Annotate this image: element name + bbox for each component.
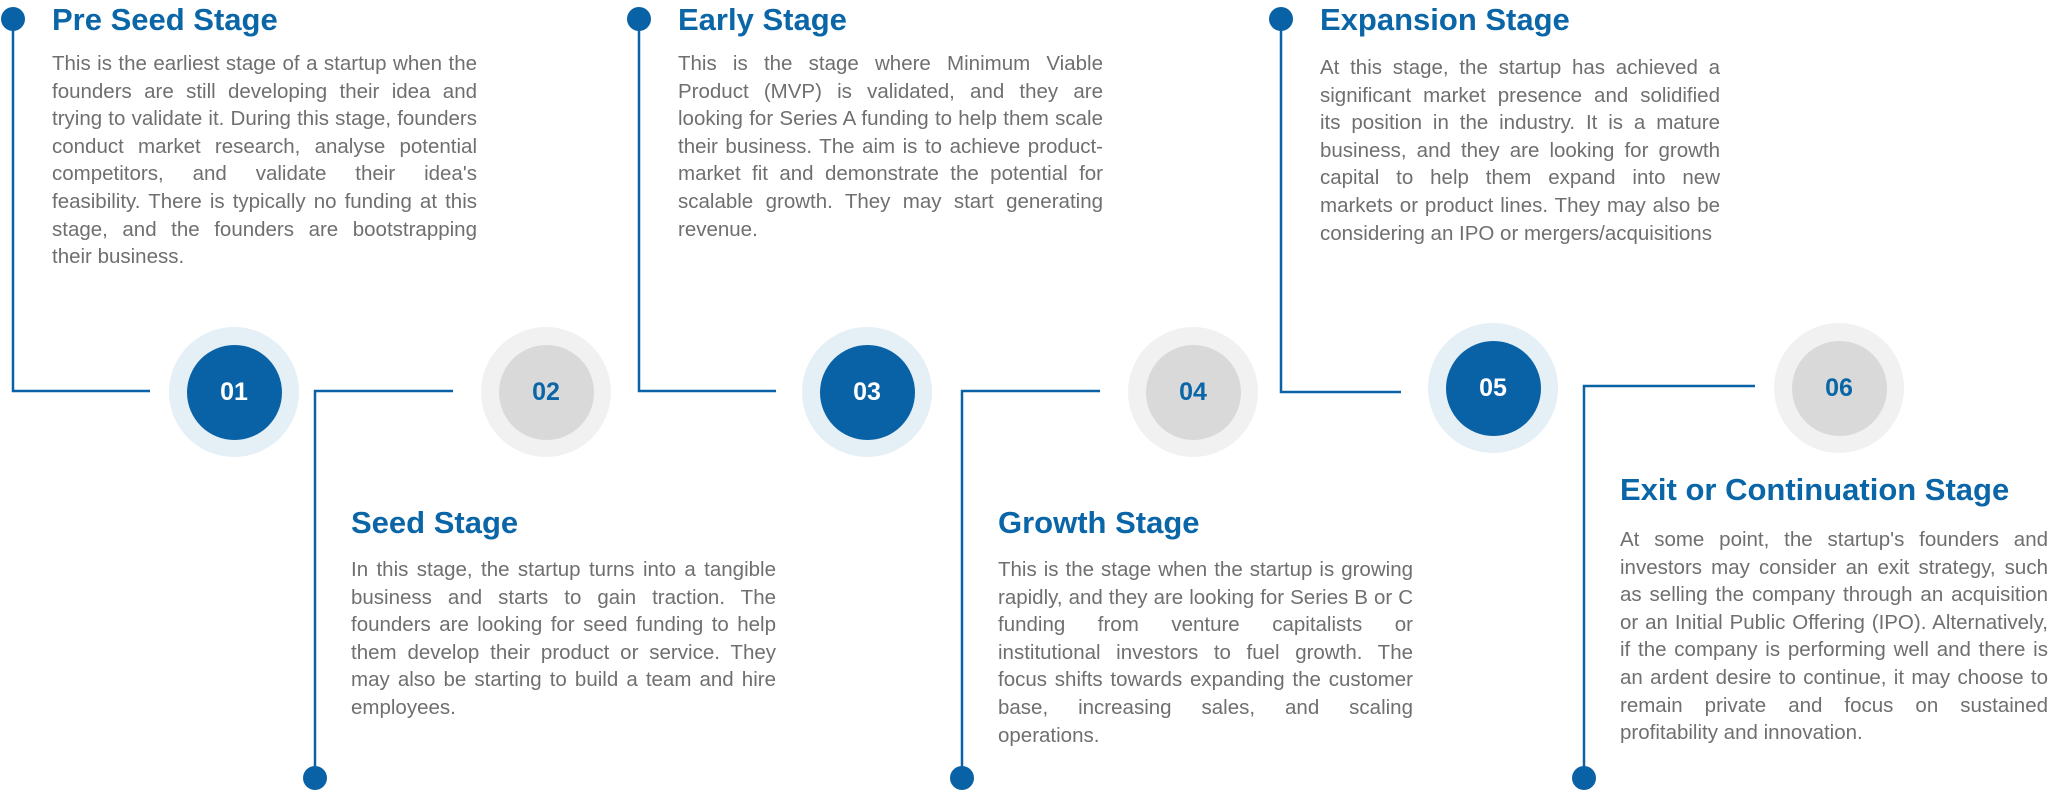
stage-number-04: 04 xyxy=(1145,344,1241,440)
stage-number-01: 01 xyxy=(186,344,282,440)
connector-stage-05 xyxy=(1279,19,1401,394)
stage-number-05: 05 xyxy=(1445,340,1541,436)
endpoint-dot-06 xyxy=(1572,766,1596,790)
stage-description-04: This is the stage when the startup is gr… xyxy=(998,558,1413,747)
endpoint-dot-04 xyxy=(950,766,974,790)
endpoint-dot-01 xyxy=(1,7,25,31)
stage-circle-01: 01 xyxy=(169,327,299,457)
stage-description-02: In this stage, the startup turns into a … xyxy=(351,558,776,719)
stage-circle-03: 03 xyxy=(802,327,932,457)
stage-circle-04: 04 xyxy=(1128,327,1258,457)
stage-title-01: Pre Seed Stage xyxy=(52,2,278,37)
stage-title-06: Exit or Continuation Stage xyxy=(1620,472,2010,507)
stage-number-02: 02 xyxy=(498,344,594,440)
stage-title-02: Seed Stage xyxy=(351,505,519,540)
connector-stage-02 xyxy=(313,389,453,778)
connector-stage-01 xyxy=(11,19,150,393)
stage-circle-05: 05 xyxy=(1428,323,1558,453)
stage-number-03: 03 xyxy=(819,344,915,440)
stage-description-01: This is the earliest stage of a startup … xyxy=(52,52,477,269)
connector-stage-03 xyxy=(637,19,776,393)
endpoint-dot-03 xyxy=(627,7,651,31)
stage-title-04: Growth Stage xyxy=(998,505,1200,540)
stage-description-03: This is the stage where Minimum Viable P… xyxy=(678,52,1103,241)
endpoint-dot-02 xyxy=(303,766,327,790)
stage-description-06: At some point, the startup's founders an… xyxy=(1620,528,2048,745)
stage-title-03: Early Stage xyxy=(678,2,847,37)
connector-stage-04 xyxy=(960,389,1100,778)
connector-stage-06 xyxy=(1582,384,1755,778)
stage-description-05: At this stage, the startup has achieved … xyxy=(1320,56,1720,245)
stage-circle-02: 02 xyxy=(481,327,611,457)
stage-title-05: Expansion Stage xyxy=(1320,2,1570,37)
stage-number-06: 06 xyxy=(1791,340,1887,436)
stage-circle-06: 06 xyxy=(1774,323,1904,453)
endpoint-dot-05 xyxy=(1269,7,1293,31)
